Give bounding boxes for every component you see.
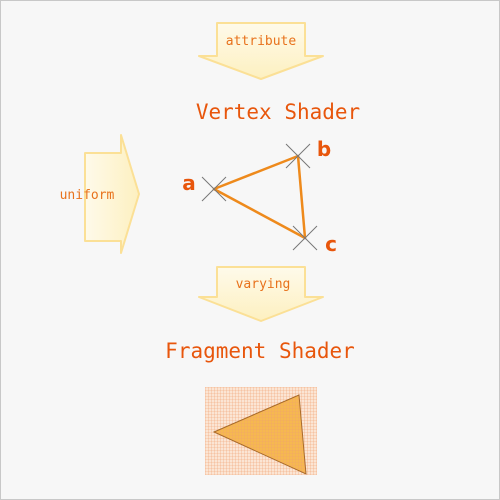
uniform-arrow: uniform (60, 134, 140, 254)
vertex-triangle (212, 154, 307, 240)
vertex-label-c: c (325, 232, 337, 256)
vertex-shader-title: Vertex Shader (196, 100, 360, 124)
uniform-label: uniform (60, 188, 115, 203)
fragment-grid (205, 387, 317, 475)
varying-label: varying (236, 277, 291, 292)
fragment-shader-title: Fragment Shader (165, 339, 355, 363)
vertex-marker-c-icon (292, 225, 318, 251)
attribute-arrow: attribute (198, 22, 324, 80)
vertex-marker-b-icon (285, 143, 311, 169)
vertex-label-b: b (317, 137, 331, 161)
vertex-marker-a-icon (201, 176, 227, 202)
vertex-label-a: a (182, 171, 196, 195)
varying-arrow: varying (198, 266, 324, 322)
attribute-label: attribute (226, 34, 297, 49)
